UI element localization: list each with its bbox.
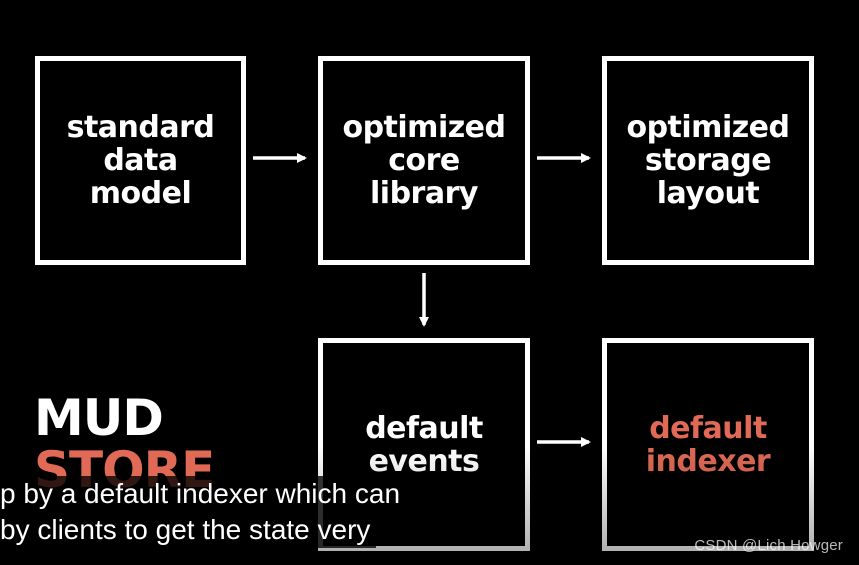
default-indexer-box: default indexer: [602, 338, 814, 551]
csdn-watermark: CSDN @Lich Howger: [694, 537, 843, 554]
logo-mud-text: MUD: [34, 389, 164, 447]
optimized-storage-layout-box: optimized storage layout: [602, 56, 814, 265]
standard-data-model-box: standard data model: [35, 56, 246, 265]
subtitle-line-1: p by a default indexer which can: [0, 476, 407, 512]
default-events-label: default events: [365, 410, 483, 479]
default-indexer-label: default indexer: [645, 410, 771, 479]
optimized-core-library-label: optimized core library: [342, 110, 506, 211]
standard-data-model-label: standard data model: [66, 110, 215, 211]
optimized-core-library-box: optimized core library: [318, 56, 530, 265]
optimized-storage-layout-label: optimized storage layout: [626, 110, 790, 211]
subtitle-line-2: by clients to get the state very: [0, 512, 377, 548]
